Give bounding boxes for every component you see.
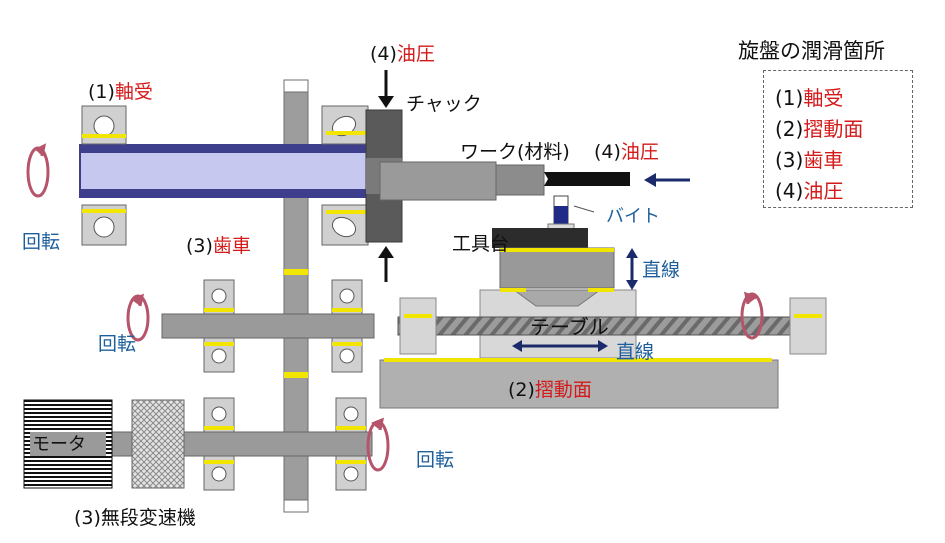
rotation-label-2: 回転 xyxy=(98,333,136,355)
bite-pointer xyxy=(573,205,595,213)
legend-num: (1) xyxy=(775,86,804,110)
bite-label: バイト xyxy=(606,206,660,227)
gear-text: 歯車 xyxy=(213,235,251,257)
pressure-arrow-bottom xyxy=(378,246,394,282)
hydraulic-right-label: (4)油圧 xyxy=(594,141,659,163)
slide-text: 摺動面 xyxy=(535,379,592,401)
horizontal-motion-arrow xyxy=(512,340,608,352)
bearing-num: (1) xyxy=(88,81,115,103)
vertical-motion-arrow xyxy=(626,248,638,290)
motor xyxy=(23,399,113,489)
legend-item: (1)軸受 xyxy=(775,82,843,111)
spindle-bearing-left-bottom xyxy=(81,204,127,246)
linear-label-1: 直線 xyxy=(642,259,680,281)
gear-label: (3)歯車 xyxy=(186,235,251,257)
legend-label: 摺動面 xyxy=(803,117,864,141)
slide-label: (2)摺動面 xyxy=(508,379,592,401)
rotation-icon xyxy=(126,293,150,342)
spindle-bearing-right-bottom xyxy=(321,204,369,246)
hydraulic-top-text: 油圧 xyxy=(397,43,435,65)
motor-label: モータ xyxy=(32,434,86,455)
slide-num: (2) xyxy=(508,379,535,401)
spindle-bearing-right-top xyxy=(321,105,369,145)
table-label: テーブル xyxy=(530,315,609,339)
legend-num: (2) xyxy=(775,117,804,141)
tool-post xyxy=(492,228,615,289)
legend-item: (4)油圧 xyxy=(775,175,843,204)
hydraulic-right-num: (4) xyxy=(594,141,621,163)
hydraulic-top-num: (4) xyxy=(370,43,397,65)
legend-item: (2)摺動面 xyxy=(775,113,863,142)
machine-bed xyxy=(379,358,779,409)
work-label: ワーク(材料) xyxy=(460,141,570,163)
rotation-icon xyxy=(366,417,390,472)
middle-shaft xyxy=(161,279,375,373)
rotation-icon xyxy=(26,143,50,198)
legend-label: 軸受 xyxy=(803,86,844,110)
hydraulic-top-label: (4)油圧 xyxy=(370,43,435,65)
legend-label: 油圧 xyxy=(803,179,844,203)
hydraulic-right-text: 油圧 xyxy=(621,141,659,163)
bearing-label: (1)軸受 xyxy=(88,81,153,103)
spindle-bearing-left-top xyxy=(81,105,127,145)
tool-post-label: 工具台 xyxy=(452,233,509,255)
legend-title: 旋盤の潤滑箇所 xyxy=(738,39,885,63)
cvt-unit xyxy=(131,399,185,489)
rotation-icon xyxy=(740,291,764,340)
gear-num: (3) xyxy=(186,235,213,257)
legend-num: (3) xyxy=(775,148,804,172)
pressure-arrow-right xyxy=(644,173,690,187)
rotation-label-1: 回転 xyxy=(22,231,60,253)
cutting-tool xyxy=(547,195,575,231)
legend-label: 歯車 xyxy=(803,148,844,172)
lead-screw xyxy=(397,297,827,355)
rotation-label-3: 回転 xyxy=(416,449,454,471)
bearing-text: 軸受 xyxy=(115,81,153,103)
main-spindle xyxy=(79,144,371,198)
legend-item: (3)歯車 xyxy=(775,144,843,173)
legend-box xyxy=(763,70,913,208)
cvt-label: (3)無段変速機 xyxy=(74,507,196,529)
pressure-arrow-top xyxy=(378,70,394,108)
legend-num: (4) xyxy=(775,179,804,203)
workpiece xyxy=(379,161,630,201)
chuck-label: チャック xyxy=(406,93,482,115)
linear-label-2: 直線 xyxy=(616,341,654,363)
